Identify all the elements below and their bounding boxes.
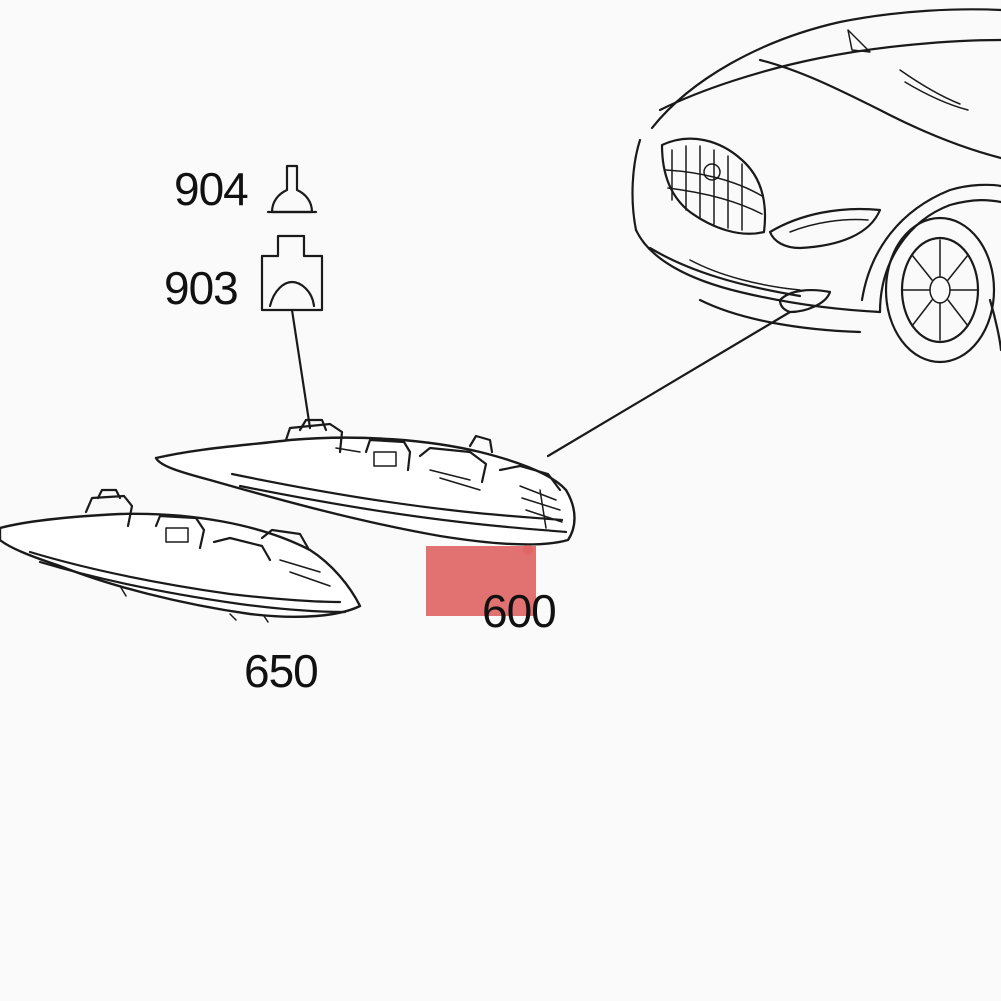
bulb-symbol xyxy=(266,164,318,214)
leader-line-socket xyxy=(290,308,312,430)
car-front-illustration xyxy=(631,8,1001,364)
leader-line-car xyxy=(546,310,792,458)
callout-650: 650 xyxy=(244,645,319,697)
highlight-600 xyxy=(426,546,536,616)
lamp-600 xyxy=(154,418,576,546)
lamp-650 xyxy=(0,488,362,623)
highlight-600-dot xyxy=(523,545,533,555)
callout-903: 903 xyxy=(164,262,239,314)
socket-symbol xyxy=(260,234,324,312)
callout-904: 904 xyxy=(174,163,249,215)
callout-600: 600 xyxy=(482,585,557,637)
